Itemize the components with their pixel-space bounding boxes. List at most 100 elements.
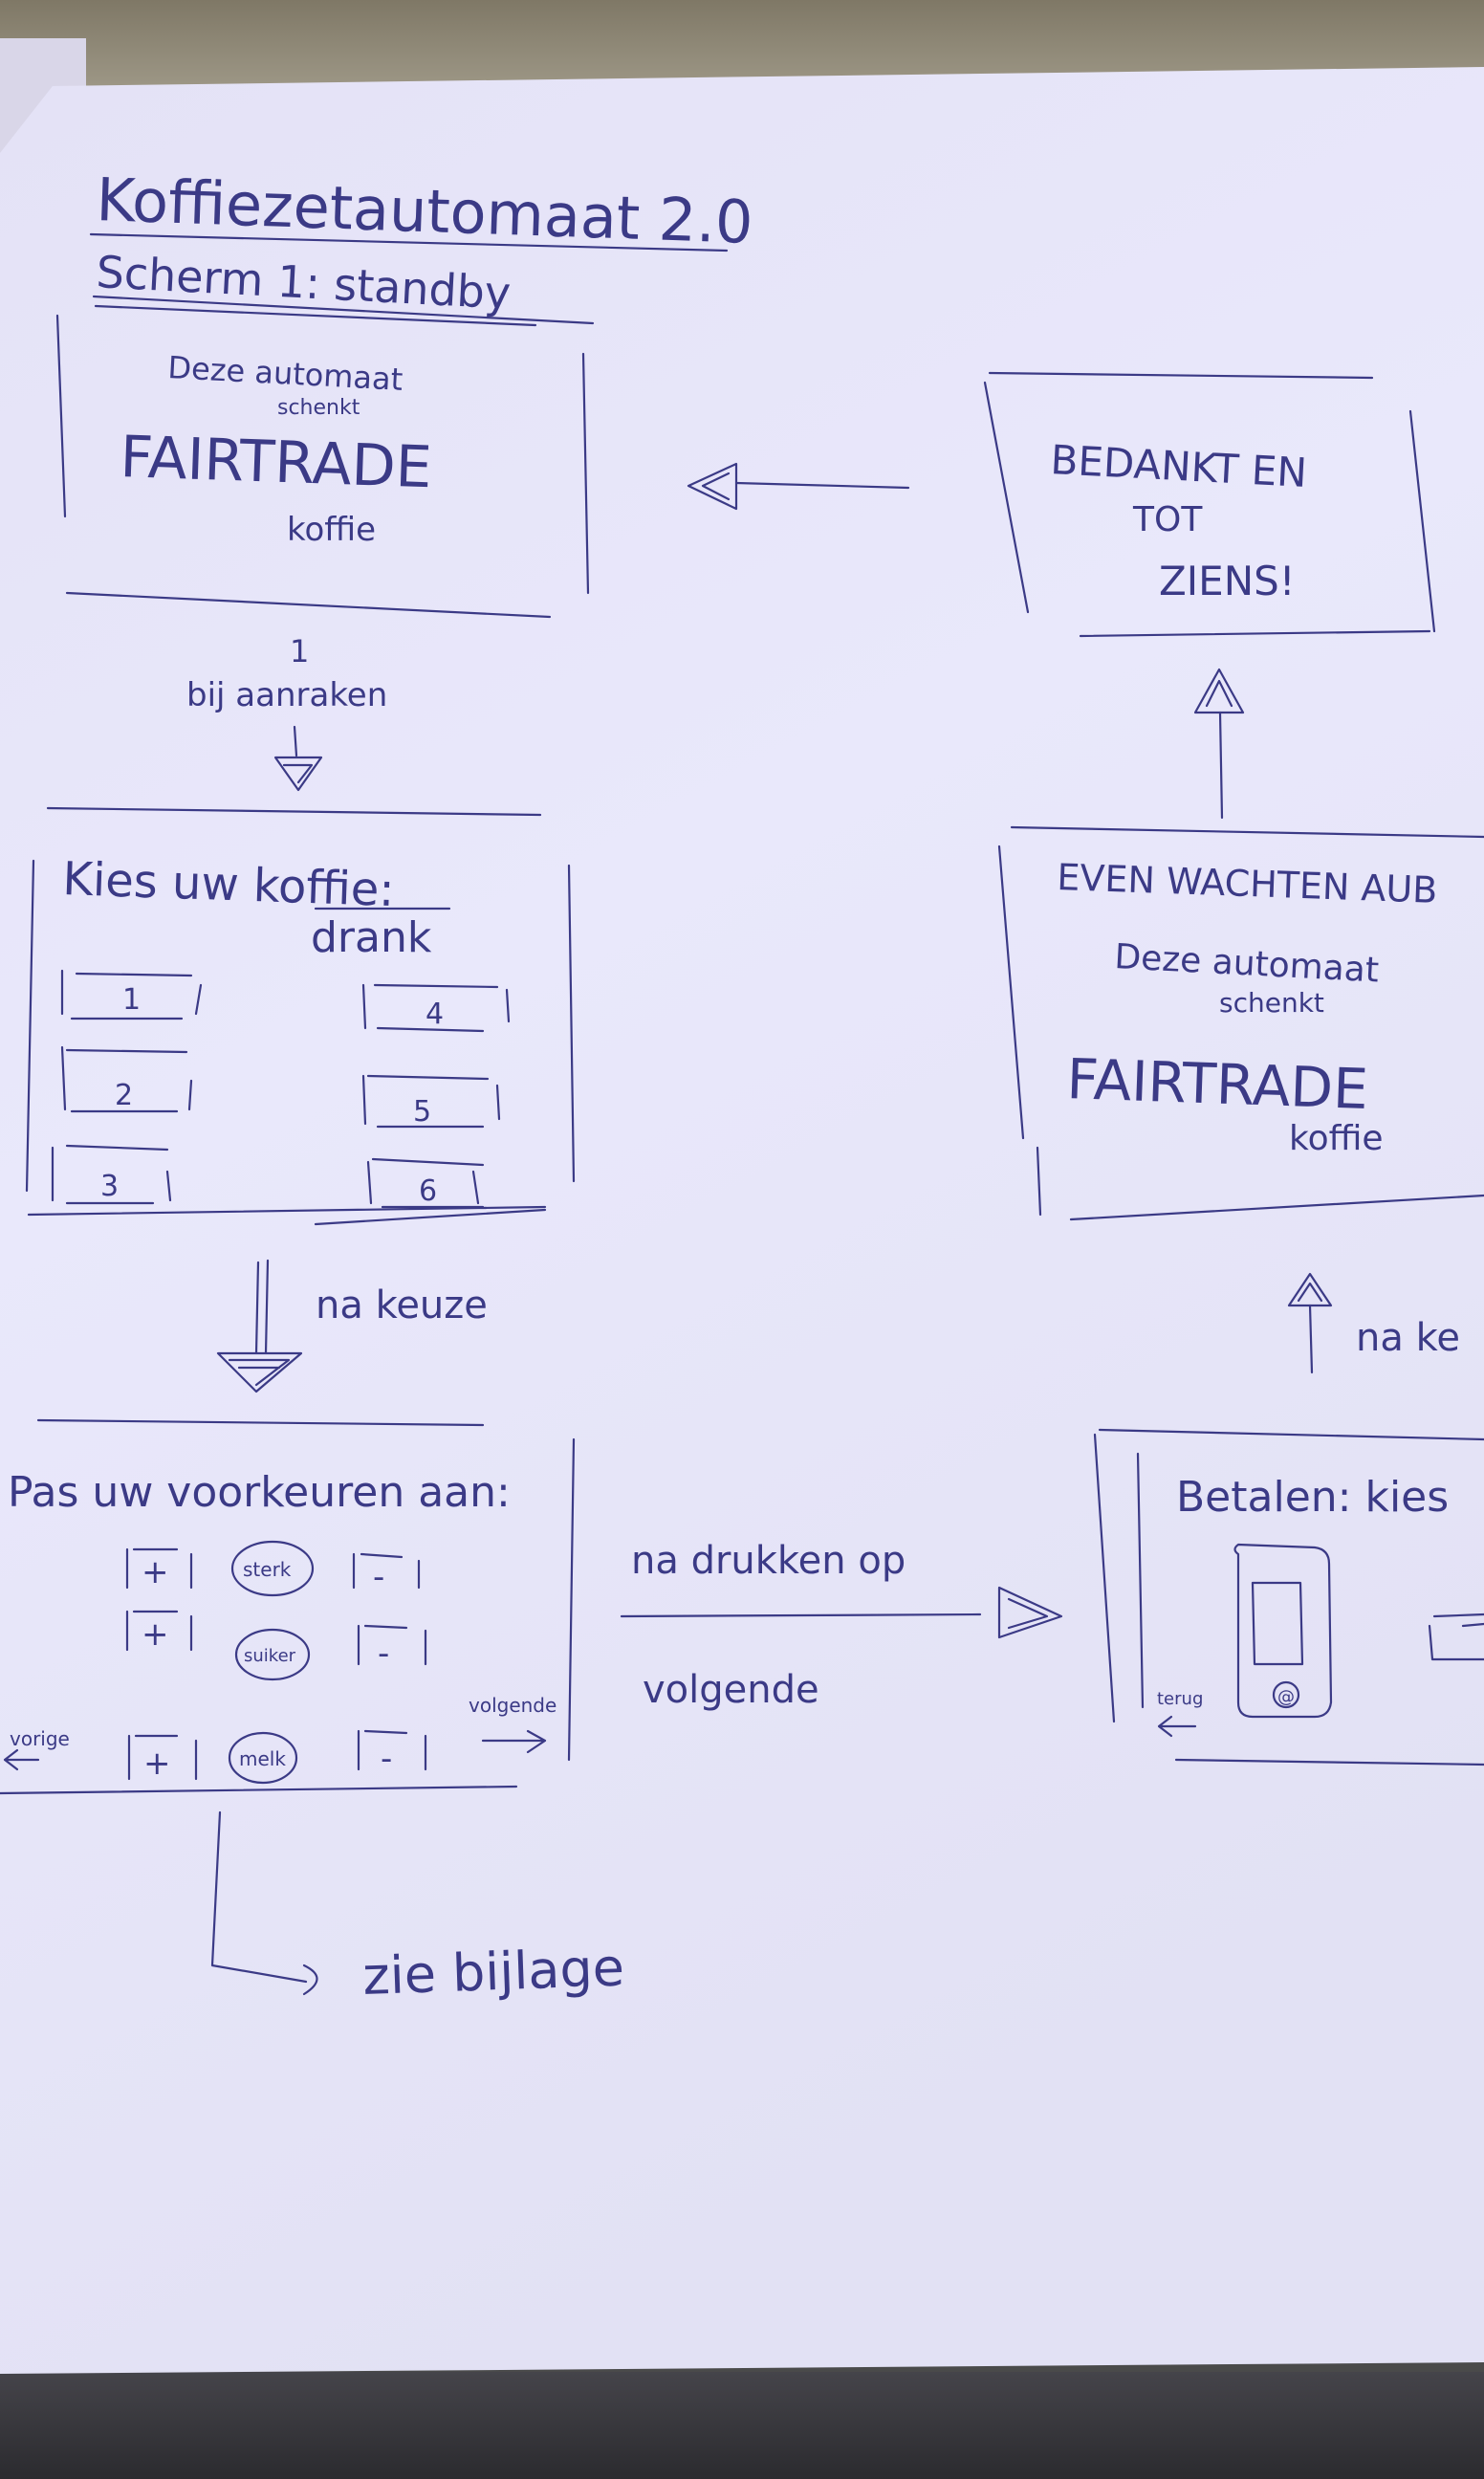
card-terminal-icon[interactable]: @ (1233, 1543, 1333, 1719)
attachment-text: zie bijlage (361, 1937, 625, 2007)
screen-3-title: Pas uw voorkeuren aan: (8, 1468, 511, 1517)
payment-back-arrow (1157, 1715, 1197, 1738)
milk-circle (228, 1731, 298, 1785)
drink-button-6-frame (366, 1157, 485, 1209)
arrow-touch-head (273, 756, 323, 792)
sugar-circle (234, 1628, 311, 1681)
screen-1-label-underline (92, 295, 595, 325)
sugar-plus-frame (125, 1610, 193, 1652)
strength-circle-label: sterk (243, 1558, 292, 1581)
milk-minus-frame (357, 1729, 427, 1771)
sugar-minus-label[interactable]: - (378, 1634, 389, 1673)
arrow-choice-shaft (254, 1259, 270, 1355)
next-arrow (481, 1729, 547, 1754)
next-label[interactable]: volgende (469, 1694, 556, 1717)
arrow-choice-head (216, 1351, 303, 1393)
drink-button-3[interactable]: 3 (51, 1144, 172, 1205)
arrow-waiting-to-thanks (1193, 668, 1245, 820)
screen-1-line2: schenkt (277, 396, 360, 420)
drink-button-5-label[interactable]: 5 (413, 1095, 431, 1129)
drink-button-2[interactable]: 2 (60, 1045, 193, 1113)
milk-value: melk (228, 1731, 298, 1785)
screen-5-line2: schenkt (1219, 987, 1324, 1019)
card-terminal-screen (1251, 1581, 1304, 1666)
strength-minus-label[interactable]: - (373, 1558, 384, 1596)
screen-4-title: Betalen: kies (1176, 1473, 1449, 1522)
card-terminal-button (1272, 1680, 1300, 1709)
milk-plus-label[interactable]: + (143, 1744, 171, 1783)
desk-background-bottom (0, 2372, 1484, 2479)
screen-5-frame (997, 825, 1484, 1221)
strength-minus-frame (352, 1552, 421, 1590)
drink-button-4-label[interactable]: 4 (426, 998, 444, 1031)
cash-icon[interactable] (1428, 1612, 1484, 1661)
title-underline (89, 232, 729, 252)
screen-2-choose: Kies uw koffie: drank 1 2 3 4 5 6 (25, 806, 576, 1226)
drink-button-3-frame (51, 1144, 172, 1205)
arrow-next-step: na drukken op volgende (620, 1539, 1063, 1712)
sugar-minus-button[interactable]: - (357, 1624, 427, 1673)
drink-button-5-frame (361, 1074, 501, 1129)
pref-row-sugar: + suiker - (125, 1610, 427, 1681)
previous-link[interactable]: vorige (3, 1727, 70, 1771)
arrow-up-shaft (1218, 711, 1224, 820)
screen-3-frame (0, 1418, 576, 1795)
drink-button-3-label[interactable]: 3 (100, 1170, 119, 1203)
screen-4-frame (1093, 1428, 1484, 1766)
arrow-touch-shaft (293, 725, 298, 757)
arrow-choice-label: na keuze (316, 1283, 488, 1327)
sugar-plus-label[interactable]: + (142, 1615, 169, 1654)
screen-2-frame (25, 806, 576, 1226)
arrow-thanks-to-standby (687, 462, 910, 511)
strength-plus-button[interactable]: + (125, 1547, 193, 1591)
screen-2-title-b: drank (311, 913, 432, 962)
arrow-left-head (687, 462, 738, 511)
card-terminal-symbol: @ (1277, 1687, 1295, 1707)
attachment-line (210, 1810, 308, 1984)
arrow-next-head (997, 1586, 1063, 1639)
arrow-next-line2: volgende (643, 1668, 819, 1712)
milk-minus-button[interactable]: - (357, 1729, 427, 1778)
arrow-choice: na keuze (216, 1259, 488, 1393)
previous-arrow (3, 1748, 40, 1771)
screen-5-waiting: EVEN WACHTEN AUB Deze automaat schenkt F… (997, 825, 1484, 1221)
previous-label[interactable]: vorige (10, 1727, 70, 1750)
drink-button-6-label[interactable]: 6 (419, 1174, 437, 1208)
payment-back-link[interactable]: terug (1157, 1689, 1203, 1738)
screen-6-line2: TOT (1132, 500, 1203, 539)
drink-button-1-frame (60, 969, 203, 1020)
sugar-minus-frame (357, 1624, 427, 1666)
sugar-value: suiker (234, 1628, 311, 1681)
screen-1-frame (55, 304, 590, 619)
strength-minus-button[interactable]: - (352, 1552, 421, 1596)
drink-button-4[interactable]: 4 (361, 983, 511, 1033)
payment-back-label[interactable]: terug (1157, 1689, 1203, 1709)
arrow-after-shaft (1308, 1304, 1314, 1374)
drink-button-2-frame (60, 1045, 193, 1113)
pref-row-milk: + melk - (127, 1729, 427, 1785)
arrow-touch-num: 1 (290, 633, 309, 669)
drink-button-1-label[interactable]: 1 (122, 983, 141, 1017)
screen-1-big: FAIRTRADE (119, 424, 432, 501)
cash-icon-shape (1428, 1612, 1484, 1661)
arrow-next-shaft (620, 1612, 982, 1618)
strength-value: sterk (230, 1540, 315, 1597)
screen-2-title: Kies uw koffie: (62, 852, 396, 917)
drink-button-5[interactable]: 5 (361, 1074, 501, 1129)
strength-plus-label[interactable]: + (142, 1553, 169, 1591)
sugar-plus-button[interactable]: + (125, 1610, 193, 1654)
milk-minus-label[interactable]: - (381, 1740, 392, 1778)
drink-button-2-label[interactable]: 2 (115, 1079, 133, 1112)
arrow-touch-label: bij aanraken (186, 676, 387, 714)
milk-plus-button[interactable]: + (127, 1734, 198, 1783)
attachment-pointer: zie bijlage (210, 1810, 625, 2007)
screen-3-preferences: Pas uw voorkeuren aan: + sterk - + (0, 1418, 576, 1795)
arrow-next-line1: na drukken op (631, 1539, 906, 1583)
milk-circle-label: melk (239, 1747, 286, 1770)
next-link[interactable]: volgende (469, 1694, 556, 1754)
milk-plus-frame (127, 1734, 198, 1781)
drink-button-1[interactable]: 1 (60, 969, 203, 1020)
arrow-after-payment: na ke (1287, 1272, 1460, 1374)
drink-button-6[interactable]: 6 (366, 1157, 485, 1209)
screen-5-big: FAIRTRADE (1066, 1046, 1369, 1122)
